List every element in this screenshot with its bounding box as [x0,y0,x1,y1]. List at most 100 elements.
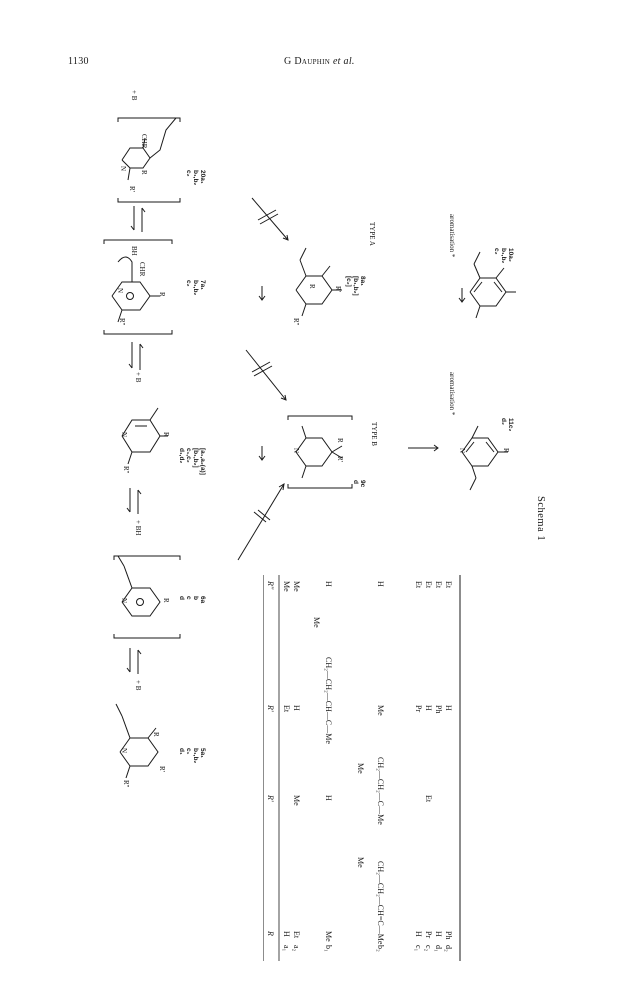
row-r3: Et [424,581,433,589]
label-plus-b-3: + B [134,680,142,691]
label-plus-bh-2: + BH [134,520,142,536]
row-r3: Et [414,581,423,589]
compound-5-a: 5a₁ [199,748,206,758]
type-b-label: TYPE B [370,422,378,446]
row-r2: Me [376,705,385,716]
compound-7-b: b₁,b₂ [192,280,199,296]
atom-r-7: R [158,292,166,297]
row-r: CH₂—CH₂—CH=C—Me [376,861,385,945]
compound-7-c: c₂ [185,280,192,287]
row-r1: CH₂—CH₂—C—Me [376,757,385,825]
structure-5 [115,703,159,779]
label-plus-b-top: + B [130,90,138,101]
compound-5-b: b₁,b₂ [192,748,199,764]
header-r3: R'' [266,581,275,590]
equilibrium-20-7 [130,206,146,232]
aromatisation-arrow-b [408,444,439,452]
aromatisation-b: aromatisation * [448,372,456,416]
page-number: 1130 [68,56,89,67]
compound-8-b: [b₁,b₂] [352,276,359,296]
compound-6-b: b [192,596,199,600]
row-r: Pr [424,931,433,939]
row-r2: Ph [434,705,443,714]
row-id: a₂ [292,945,301,952]
arrows-type-a [251,197,289,301]
atom-r1-8: R' [334,286,342,292]
compound-1-b: [b₁,b₂] [192,448,199,468]
row-id: d₂ [444,945,453,952]
atom-r-11: R [502,448,510,453]
atom-r-1: R [162,432,170,437]
atom-r-8: R [308,284,316,289]
row-id: a₁ [282,945,291,952]
aromatisation-a: aromatisation * [448,214,456,258]
atom-n-1: N [120,432,128,438]
label-plus-bh: BH [130,246,138,256]
row-id: b₁ [324,945,333,952]
compound-11-b: d₂ [500,418,507,425]
structure-7 [103,239,173,335]
atom-n-5: N [120,748,128,754]
author-etal: et al. [332,56,355,67]
row-r2: H [292,705,301,711]
row-r3: Et [444,581,453,589]
row-r3: H [324,581,333,587]
atom-r2-1: R'' [122,466,130,474]
atom-r2-7: R'' [118,318,126,326]
structure-11 [461,425,508,491]
atom-n-7: N [116,288,124,294]
row-id: c₂ [424,945,433,952]
table-rules [263,575,461,961]
structure-8-type-a [295,247,342,317]
atom-n-6: N [120,598,128,604]
atom-n: N [119,166,127,172]
substituent-me: Me [356,763,365,774]
header-r1: R' [266,795,275,802]
atom-r1: R' [128,186,136,192]
row-id: d₁ [434,945,443,952]
row-r2: H [424,705,433,711]
compound-10-c: c₂ [493,248,500,255]
structure-20 [117,117,181,203]
compound-10-b: b₁,b₂ [500,248,507,264]
scheme-caption: Schema 1 [535,496,546,542]
compound-20-c: c₂ [185,170,192,177]
compound-5-d: d₁ [178,748,185,755]
compound-5-c: c₁ [185,748,192,755]
row-r: Me [324,931,333,942]
row-r3: Me [282,581,291,592]
atom-n-11: N [458,448,466,454]
atom-r1-5: R' [158,766,166,772]
compound-20-b: b₁,b₂ [192,170,199,186]
row-r: Ph [444,931,453,940]
substituent-me: Me [356,857,365,868]
type-a-label: TYPE A [368,222,376,246]
row-r3: H [376,581,385,587]
compound-1-a: [a₁,a₂(a)] [199,448,206,475]
aromatisation-arrow-a [458,288,466,303]
atom-r-6: R [162,598,170,603]
equilibrium-1-6 [126,488,142,514]
row-r: Et [292,931,301,939]
compound-10-a: 10a₂ [507,248,514,262]
atom-r: R [140,170,148,175]
row-r: H [434,931,443,937]
atom-r1-9: R' [336,456,344,462]
header-r2: R' [266,705,275,712]
compound-7-a: 7a₁ [199,280,206,290]
structure-10 [469,251,516,319]
row-id: c₁ [414,945,423,952]
header-r: R [266,931,275,936]
substituent-me: Me [312,617,321,628]
atom-r2-5: R'' [122,780,130,788]
compound-11-a: 11c₂ [507,418,514,432]
atom-chr-7: CHR [138,262,146,277]
row-r3: Me [292,581,301,592]
row-r: H [282,931,291,937]
compound-9-b: d [352,480,359,484]
arrows-type-b [237,349,287,561]
running-header: G Dauphin et al. [284,56,355,67]
compound-1-c: c₁,c₂ [185,448,192,463]
